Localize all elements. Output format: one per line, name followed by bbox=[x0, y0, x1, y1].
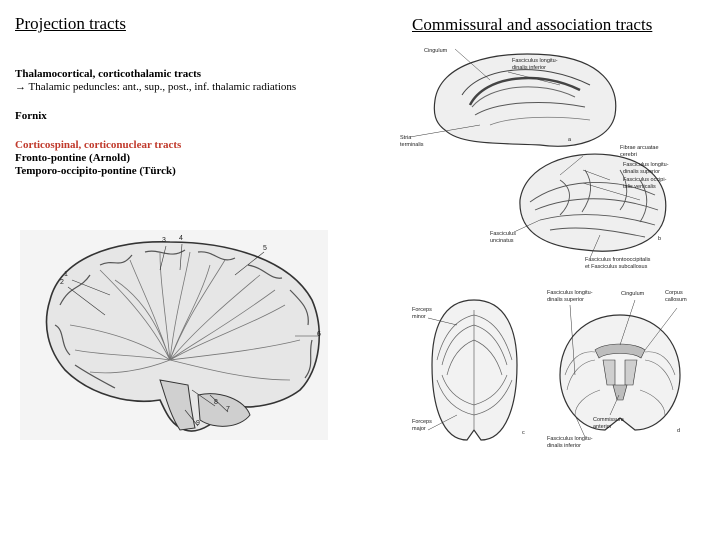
panel-b: Fibrae arcuatae cerebri Fasciculus longi… bbox=[490, 140, 700, 275]
uncinatus-label-1: Fasciculus bbox=[490, 231, 516, 237]
lateral-hemisphere-illustration bbox=[513, 153, 667, 259]
frontooccipital-label-1: Fasciculus frontooccipitalis bbox=[585, 257, 651, 263]
cingulum-label-d: Cingulum bbox=[621, 291, 645, 297]
cingulum-label-a: Cingulum bbox=[424, 48, 448, 54]
arcuate-label-2: cerebri bbox=[620, 152, 637, 158]
fli-label-d-1: Fasciculus longitu- bbox=[547, 436, 593, 442]
thalamo-tracts-line: Thalamocortical, corticothalamic tracts bbox=[15, 68, 202, 80]
corticospinal-line: Corticospinal, corticonuclear tracts bbox=[15, 139, 182, 151]
forceps-minor-label-1: Forceps bbox=[412, 307, 432, 313]
uncinatus-label-2: uncinatus bbox=[490, 238, 514, 244]
occipital-label-1: Fasciculus occipi- bbox=[623, 177, 667, 183]
forceps-major-label-2: major bbox=[412, 426, 426, 432]
fls-label-d-2: dinalis superior bbox=[547, 297, 584, 303]
thalamic-peduncles-line: → Thalamic peduncles: ant., sup., post.,… bbox=[15, 81, 297, 93]
forceps-minor-label-2: minor bbox=[412, 314, 426, 320]
forceps-major-label-1: Forceps bbox=[412, 419, 432, 425]
fli-label-a-2: dinalis inferior bbox=[512, 65, 546, 71]
corpus-label-2: callosum bbox=[665, 297, 687, 303]
medial-hemisphere-illustration bbox=[409, 48, 617, 147]
temporo-pontine-line: Temporo-occipito-pontine (Türck) bbox=[15, 165, 176, 177]
arcuate-label-1: Fibrae arcuatae bbox=[620, 145, 659, 151]
panel-d-letter: d bbox=[677, 428, 681, 434]
panel-c-letter: c bbox=[522, 430, 525, 436]
fls-label-d-1: Fasciculus longitu- bbox=[547, 290, 593, 296]
panel-a-letter: a bbox=[568, 137, 572, 143]
figure-number-4: 4 bbox=[179, 235, 183, 242]
fls-label-b-2: dinalis superior bbox=[623, 169, 660, 175]
figure-number-2: 2 bbox=[60, 279, 64, 286]
fornix-line: Fornix bbox=[15, 110, 47, 122]
commissura-label-2: anterior bbox=[593, 424, 612, 430]
fli-label-a-1: Fasciculus longitu- bbox=[512, 58, 558, 64]
fli-label-d-2: dinalis inferior bbox=[547, 443, 581, 449]
figure-number-3: 3 bbox=[162, 237, 166, 244]
occipital-label-2: talis verticalis bbox=[623, 184, 656, 190]
figure-number-5: 5 bbox=[263, 245, 267, 252]
stria-label-2: terminalis bbox=[400, 142, 424, 148]
right-title: Commissural and association tracts bbox=[412, 15, 653, 34]
corpus-label-1: Corpus bbox=[665, 290, 683, 296]
figure-number-9: 9 bbox=[196, 420, 200, 427]
panel-d: Fasciculus longitu- dinalis superior Cin… bbox=[545, 290, 695, 450]
commissura-label-1: Commissura bbox=[593, 417, 624, 423]
figure-number-6: 6 bbox=[317, 331, 321, 338]
panel-b-letter: b bbox=[658, 236, 662, 242]
figure-number-8: 8 bbox=[214, 399, 218, 406]
forceps-section-illustration bbox=[427, 299, 518, 441]
fls-label-b-1: Fasciculus longitu- bbox=[623, 162, 669, 168]
panel-c: Forceps minor Forceps major c bbox=[412, 290, 537, 450]
figure-number-1: 1 bbox=[64, 271, 68, 278]
stria-label-1: Stria bbox=[400, 135, 412, 141]
projection-tracts-figure: 1 2 3 4 5 6 7 8 9 bbox=[20, 230, 328, 440]
coronal-section-illustration bbox=[559, 299, 681, 438]
brain-dissection-illustration bbox=[20, 230, 328, 440]
panel-a: Cingulum Fasciculus longitu- dinalis inf… bbox=[400, 45, 700, 155]
frontooccipital-label-2: et Fasciculus subcallosus bbox=[585, 264, 648, 270]
figure-number-7: 7 bbox=[226, 406, 230, 413]
fronto-pontine-line: Fronto-pontine (Arnold) bbox=[15, 152, 130, 164]
left-title: Projection tracts bbox=[15, 14, 126, 33]
